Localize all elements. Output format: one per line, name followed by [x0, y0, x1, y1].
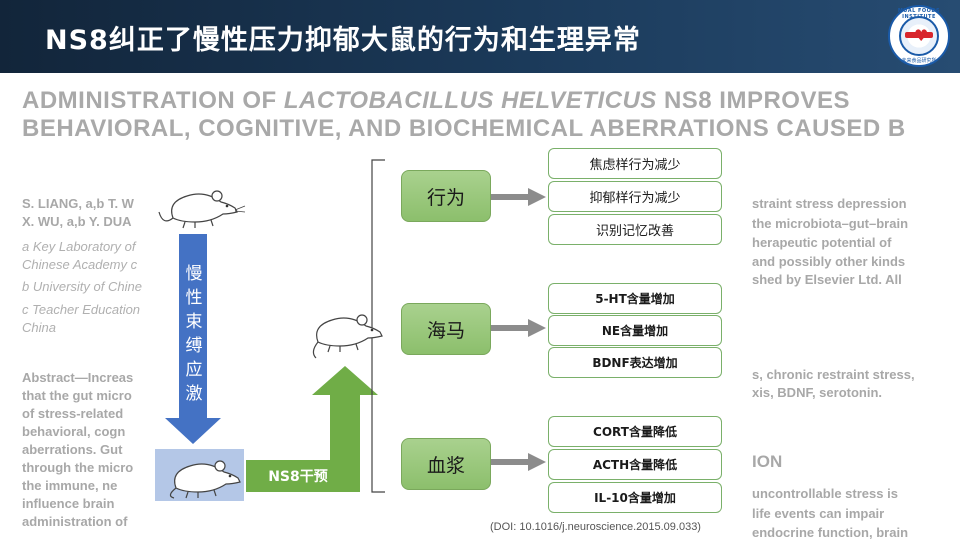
effect-ne: NE含量增加 [548, 315, 722, 346]
bracket [371, 159, 385, 493]
paper-abstract-4: behavioral, cogn [22, 424, 126, 439]
effect-anxiety: 焦虑样行为减少 [548, 148, 722, 179]
paper-title: ADMINISTRATION OF LACTOBACILLUS HELVETIC… [22, 87, 906, 142]
effect-memory: 识别记忆改善 [548, 214, 722, 245]
effect-bdnf: BDNF表达增加 [548, 347, 722, 378]
background-paper: ADMINISTRATION OF LACTOBACILLUS HELVETIC… [0, 73, 960, 540]
effect-il10: IL-10含量增加 [548, 482, 722, 513]
effect-cort: CORT含量降低 [548, 416, 722, 447]
intervention-label: NS8干预 [268, 469, 328, 485]
paper-right-7: xis, BDNF, serotonin. [752, 385, 883, 400]
paper-right-8: uncontrollable stress is [752, 486, 898, 501]
paper-authors-1: S. LIANG, a,b T. W [22, 196, 134, 211]
intervention-arrow [246, 366, 378, 492]
paper-abstract-9: administration of [22, 514, 128, 529]
paper-affil-2: b University of Chine [22, 279, 142, 294]
rat-icon-center [312, 314, 383, 359]
paper-right-4: and possibly other kinds [752, 254, 906, 269]
paper-abstract-2: that the gut micro [22, 388, 132, 403]
stress-label: 慢性束缚应激 [185, 264, 203, 404]
paper-affil-1: a Key Laboratory of [22, 239, 136, 254]
paper-right-3: herapeutic potential of [752, 235, 892, 250]
stress-arrow [165, 234, 221, 444]
paper-right-5: shed by Elsevier Ltd. All [752, 272, 902, 287]
rat-icon-stressed [169, 460, 241, 499]
arrow-plasma [491, 453, 546, 471]
arrow-behavior [491, 188, 546, 206]
paper-right-10: endocrine function, brain [752, 525, 909, 540]
paper-abstract-8: influence brain [22, 496, 115, 511]
paper-affil-3: c Teacher Education [22, 302, 141, 317]
category-behavior: 行为 [401, 170, 491, 222]
paper-abstract-6: through the micro [22, 460, 134, 475]
category-hippocampus: 海马 [401, 303, 491, 355]
paper-abstract-1: Abstract—Increas [22, 370, 134, 385]
paper-right-2: the microbiota–gut–brain [752, 216, 909, 231]
effect-depression: 抑郁样行为减少 [548, 181, 722, 212]
paper-authors-2: X. WU, a,b Y. DUA [22, 214, 132, 229]
paper-abstract-5: aberrations. Gut [22, 442, 123, 457]
effect-5ht: 5-HT含量增加 [548, 283, 722, 314]
paper-right-1: straint stress depression [752, 196, 907, 211]
slide-title: NS8纠正了慢性压力抑郁大鼠的行为和生理异常 [45, 25, 641, 56]
doi-citation: (DOI: 10.1016/j.neuroscience.2015.09.033… [486, 521, 705, 533]
paper-right-9: life events can impair [752, 506, 885, 521]
paper-abstract-3: of stress-related [22, 406, 124, 421]
effect-acth: ACTH含量降低 [548, 449, 722, 480]
paper-affil-3b: China [22, 320, 56, 335]
logo-text-bottom: 未来食品研究所 [901, 58, 937, 64]
institute-logo: MUAL FOODS INSTITUTE ♥ 未来食品研究所 [888, 5, 950, 67]
slide-header: NS8纠正了慢性压力抑郁大鼠的行为和生理异常 MUAL FOODS INSTIT… [0, 0, 960, 73]
paper-abstract-7: the immune, ne [22, 478, 118, 493]
category-plasma: 血浆 [401, 438, 491, 490]
paper-affil-1b: Chinese Academy c [22, 257, 138, 272]
arrow-hippocampus [491, 319, 546, 337]
rat-icon-top [158, 190, 246, 229]
heart-icon: ♥ [914, 26, 929, 45]
logo-band [905, 32, 933, 38]
logo-emblem: ♥ [899, 16, 939, 56]
paper-right-6: s, chronic restraint stress, [752, 367, 915, 382]
paper-right-heading: ION [752, 452, 783, 471]
